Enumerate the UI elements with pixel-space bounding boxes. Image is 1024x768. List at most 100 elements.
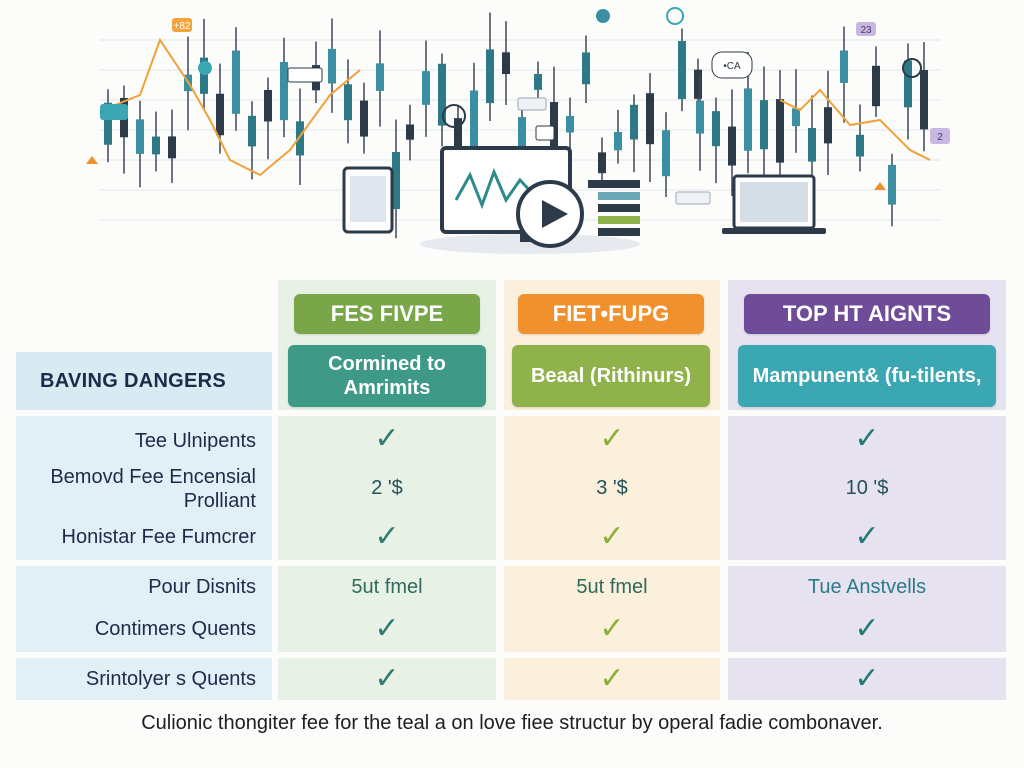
candle-body <box>152 136 160 155</box>
cell-value: 10 '$ <box>845 476 889 499</box>
column-header-3: TOP HT AIGNTS <box>744 294 990 334</box>
badge-icons: +82 23 2 •CA <box>86 7 950 205</box>
cell-value: 3 '$ <box>596 476 628 499</box>
candle-body <box>646 93 654 145</box>
cell-value: 2 '$ <box>371 476 403 499</box>
check-icon: ✓ <box>854 421 880 455</box>
candle-body <box>920 70 928 130</box>
check-icon: ✓ <box>599 611 625 645</box>
corner-label: BAVING DANGERS <box>40 369 227 392</box>
row-group-bg <box>16 566 272 652</box>
check-icon: ✓ <box>374 421 400 455</box>
candle-body <box>200 57 208 94</box>
candle-body <box>104 102 112 145</box>
group-separator <box>16 560 1006 566</box>
candle-body <box>438 63 446 126</box>
candle-body <box>502 52 510 75</box>
play-icon <box>516 180 584 248</box>
candle-body <box>712 111 720 147</box>
check-icon: ✓ <box>599 661 625 695</box>
row-label-3: Honistar Fee Fumcrer <box>61 526 257 548</box>
trend-line <box>114 37 361 177</box>
svg-text:+82: +82 <box>174 21 191 32</box>
candle-body <box>216 93 224 136</box>
candle-body <box>328 48 336 84</box>
candle-body <box>872 65 880 107</box>
check-icon: ✓ <box>854 519 880 553</box>
candle-body <box>264 89 272 122</box>
row-group-bg <box>16 416 272 560</box>
svg-text:2: 2 <box>937 132 943 143</box>
check-icon: ✓ <box>374 661 400 695</box>
candlestick-illustration: +82 23 2 •CA <box>86 7 950 254</box>
footer-caption: Culionic thongiter fee for the teal a on… <box>141 712 883 734</box>
candle-body <box>376 63 384 91</box>
trend-line-right <box>779 88 931 161</box>
candle-body <box>486 49 494 104</box>
candle-body <box>454 118 462 155</box>
candle-body <box>824 107 832 144</box>
check-icon: ✓ <box>854 611 880 645</box>
group-separator <box>16 410 1006 416</box>
candle-body <box>904 60 912 108</box>
candle-body <box>744 88 752 151</box>
candle-body <box>662 130 670 177</box>
candle-body <box>344 84 352 121</box>
check-icon: ✓ <box>374 519 400 553</box>
candle-body <box>392 151 400 210</box>
group-separator <box>16 652 1006 658</box>
row-group-bg <box>16 658 272 700</box>
row-label-6: Srintolyer s Quents <box>85 668 256 690</box>
row-label-1: Tee Ulnipents <box>134 430 256 452</box>
candlesticks <box>104 12 928 239</box>
check-icon: ✓ <box>374 611 400 645</box>
column-subheader-2: Beaal (Rithinurs) <box>512 345 710 407</box>
candle-body <box>280 61 288 121</box>
candle-body <box>598 152 606 174</box>
candle-body <box>296 121 304 156</box>
cell-value: 5ut fmel <box>351 575 423 598</box>
candle-body <box>614 131 622 151</box>
laptop-icon <box>722 174 826 234</box>
column-header-2: FIET•FUPG <box>518 294 704 334</box>
candle-body <box>232 50 240 114</box>
candle-body <box>694 69 702 99</box>
check-icon: ✓ <box>599 421 625 455</box>
column-subheader-1: Cormined to Amrimits <box>288 345 486 407</box>
candle-body <box>248 115 256 147</box>
candle-body <box>808 128 816 162</box>
candle-body <box>840 50 848 83</box>
column-subheader-3: Mampunent& (fu-tilents, <box>738 345 996 407</box>
candle-body <box>518 117 526 175</box>
cell-value: Tue Anstvells <box>807 575 927 598</box>
cell-value: 5ut fmel <box>576 575 648 598</box>
bars-block-icon <box>588 180 640 236</box>
candle-body <box>888 164 896 205</box>
row-label-5: Contimers Quents <box>94 618 256 640</box>
table-corner-header: BAVING DANGERS <box>16 352 272 410</box>
candle-body <box>136 119 144 154</box>
candle-body <box>728 126 736 166</box>
candle-body <box>792 108 800 127</box>
column-header-1: FES FIVPE <box>294 294 480 334</box>
svg-text:23: 23 <box>860 25 872 36</box>
tablet-icon <box>342 166 394 234</box>
candle-body <box>422 71 430 105</box>
candle-body <box>566 115 574 133</box>
svg-text:•CA: •CA <box>723 61 741 72</box>
check-icon: ✓ <box>854 661 880 695</box>
candle-body <box>168 136 176 159</box>
row-label-2: Bemovd Fee Encensial Prolliant <box>50 466 256 512</box>
candle-body <box>776 99 784 163</box>
row-label-4: Pour Disnits <box>148 576 256 598</box>
candle-body <box>696 100 704 134</box>
candle-body <box>534 73 542 90</box>
check-icon: ✓ <box>599 519 625 553</box>
hero-illustration: +82 23 2 •CA <box>0 0 1024 280</box>
candle-body <box>360 100 368 137</box>
candle-body <box>470 90 478 149</box>
candle-body <box>856 134 864 157</box>
candle-body <box>678 41 686 100</box>
candle-body <box>582 52 590 85</box>
candle-body <box>406 124 414 140</box>
